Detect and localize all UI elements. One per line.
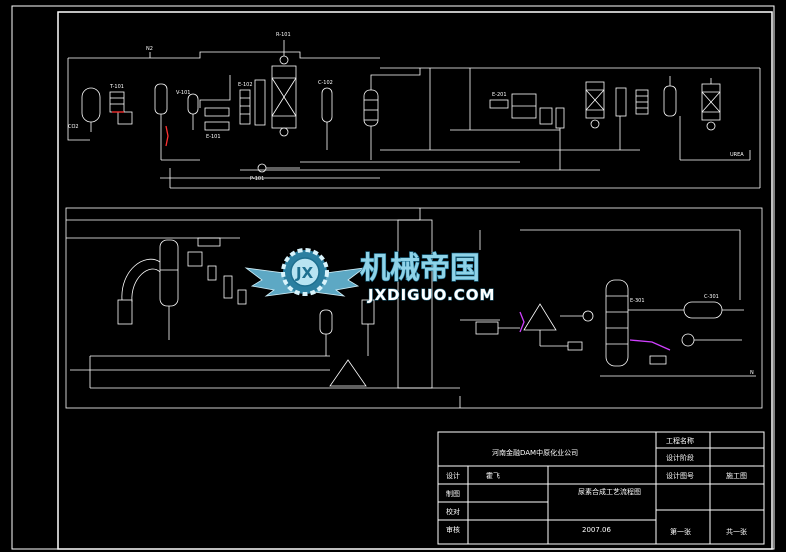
designer-name: 霍飞 xyxy=(486,472,500,480)
label-stream-n: N xyxy=(750,370,754,376)
label-t101: T-101 xyxy=(109,84,124,90)
project-name-label: 工程名称 xyxy=(666,436,694,445)
watermark-chinese: 机械帝国 xyxy=(360,251,480,286)
row-label-check: 校对 xyxy=(446,507,460,516)
title-block-text: 河南金融DAM中原化业公司 工程名称 设计阶段 设计图号 施工图 设计 制图 校… xyxy=(446,436,747,536)
watermark-logo: JX 机械帝国 JXDIGUO.COM xyxy=(244,248,495,305)
svg-text:JX: JX xyxy=(295,264,314,282)
row-label-drafting: 制图 xyxy=(446,489,460,498)
label-r101: R-101 xyxy=(276,32,291,38)
drawing-no-label: 设计图号 xyxy=(666,471,694,480)
label-n2: N2 xyxy=(146,46,153,52)
company-name: 河南金融DAM中原化业公司 xyxy=(492,448,578,457)
design-stage-label: 设计阶段 xyxy=(666,453,694,462)
row-label-design: 设计 xyxy=(446,471,460,480)
upper-process-section xyxy=(67,40,761,189)
equipment-labels: N2 CO2 T-101 E-101 E-102 C-102 P-101 R-1… xyxy=(68,32,754,376)
magenta-highlight-streams xyxy=(519,311,671,351)
inner-border xyxy=(57,11,773,550)
total-sheets-label: 共一张 xyxy=(726,527,747,536)
label-e301: E-301 xyxy=(630,298,645,304)
sheet-label: 第一张 xyxy=(670,527,691,536)
label-e102: E-102 xyxy=(238,82,253,88)
row-label-review: 审核 xyxy=(446,525,460,534)
label-e101: E-101 xyxy=(206,134,221,140)
label-urea: UREA xyxy=(730,152,744,158)
label-c301: C-301 xyxy=(704,294,719,300)
drawing-type: 施工图 xyxy=(726,471,747,480)
watermark-english: JXDIGUO.COM xyxy=(367,286,495,304)
red-highlight-streams xyxy=(112,111,169,147)
label-co2: CO2 xyxy=(68,124,79,130)
label-v101: V-101 xyxy=(176,90,190,96)
label-c102: C-102 xyxy=(318,80,333,86)
label-p101: P-101 xyxy=(250,176,264,182)
drawing-title: 尿素合成工艺流程图 xyxy=(578,487,641,496)
title-block xyxy=(437,431,765,545)
lower-process-section xyxy=(65,207,763,409)
label-e201: E-201 xyxy=(492,92,507,98)
drawing-date: 2007.06 xyxy=(582,526,611,534)
